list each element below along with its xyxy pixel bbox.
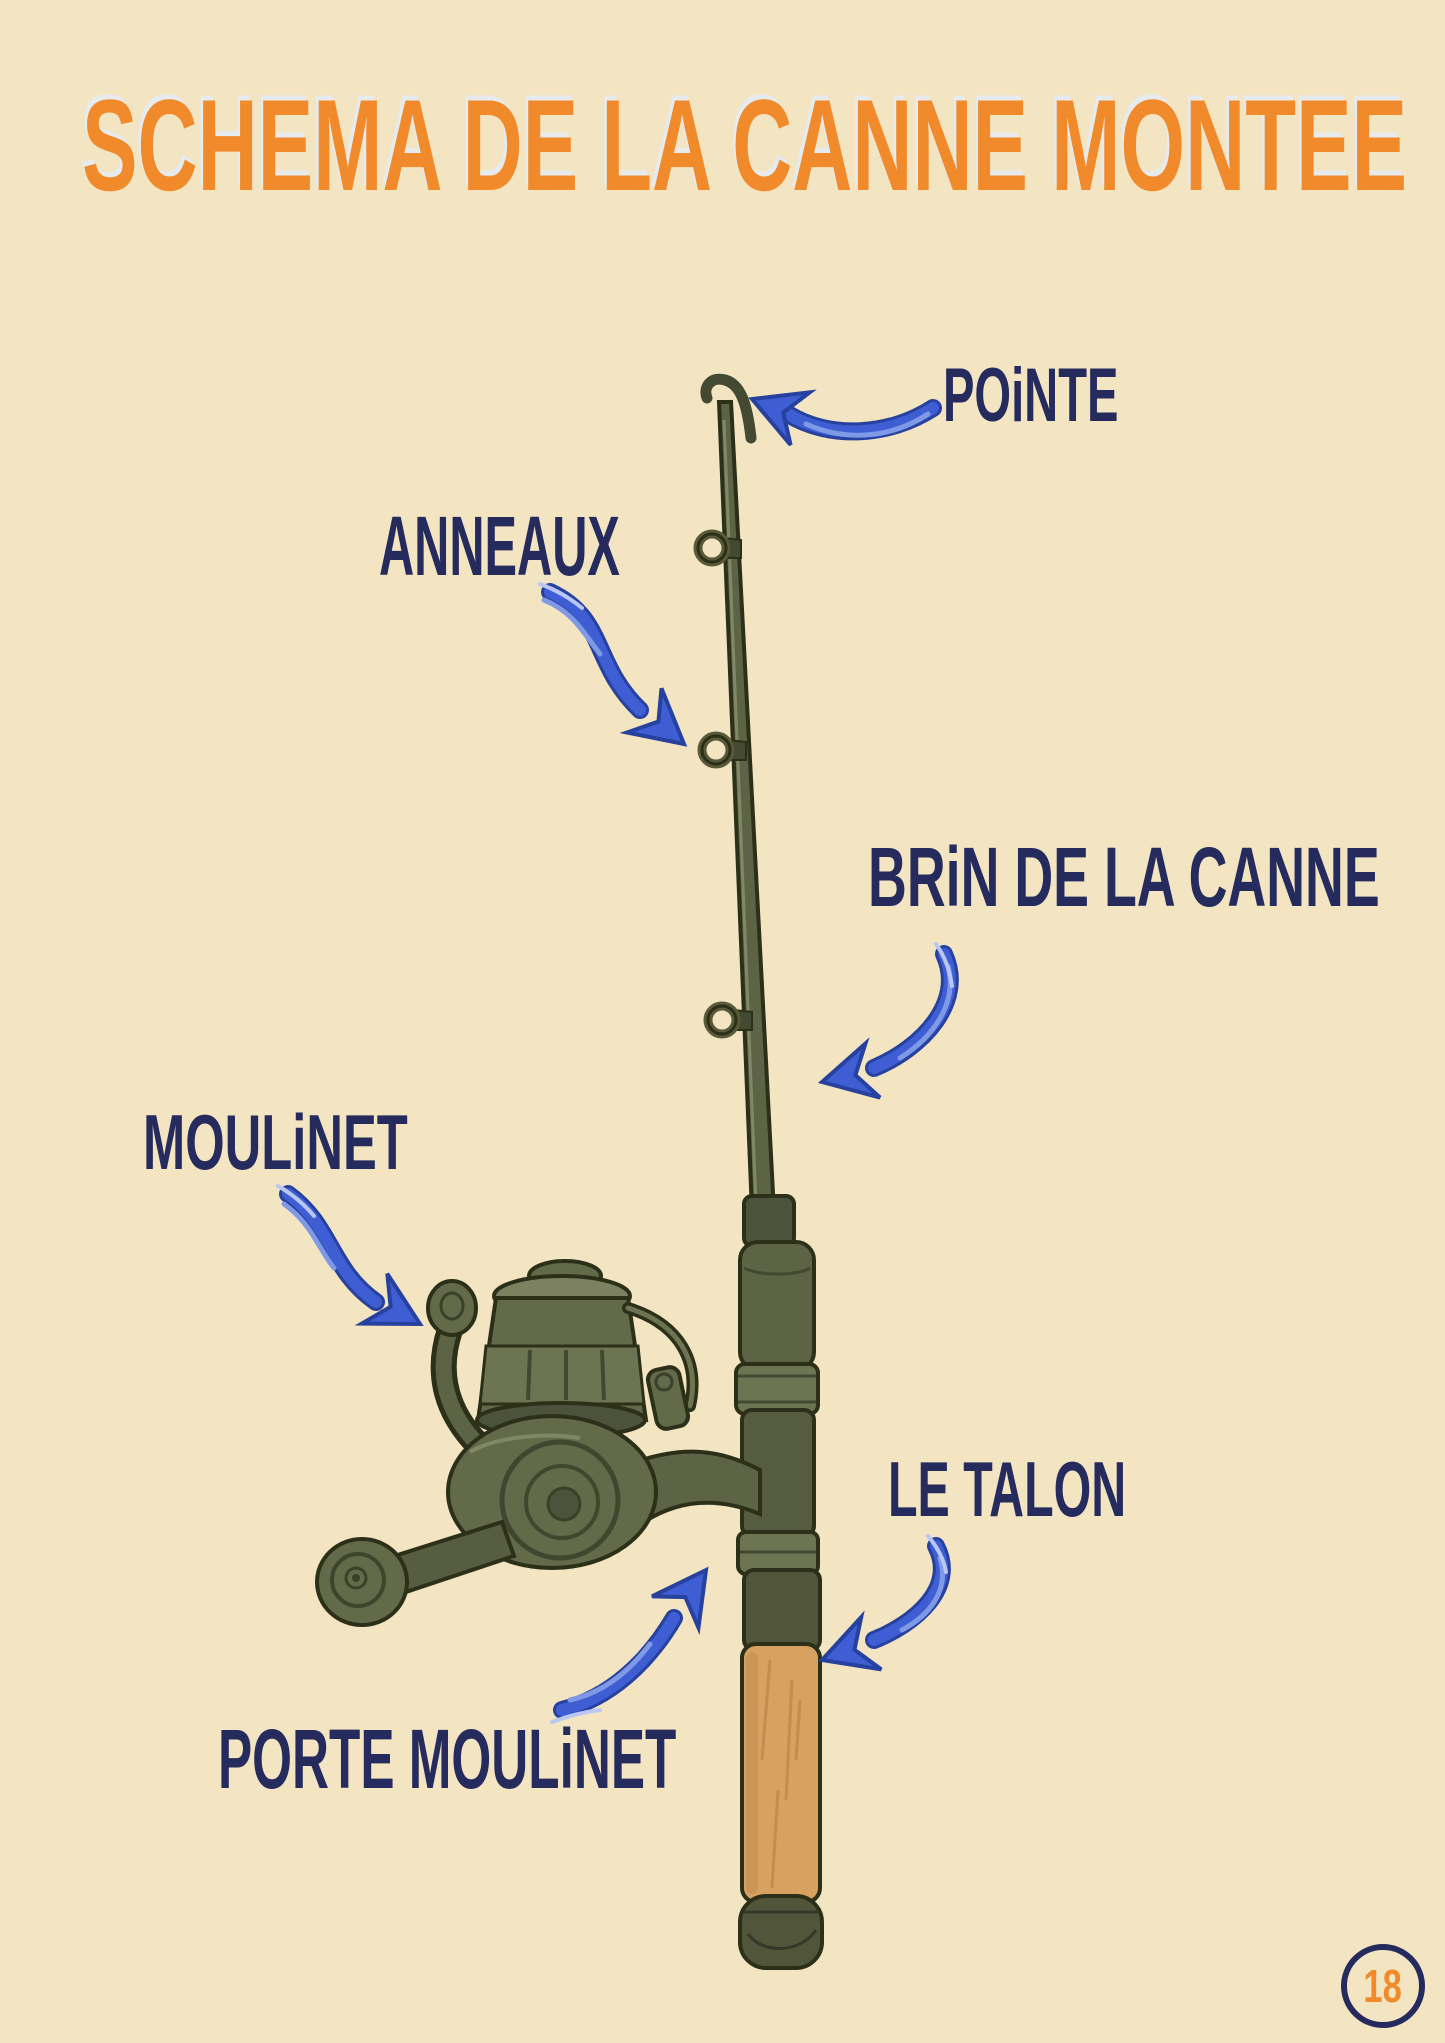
- rod-foregrip: [738, 1240, 816, 1372]
- porte-moulinet-arrow: [550, 1566, 709, 1724]
- reel-handle: [315, 1519, 517, 1627]
- anneaux-arrow: [538, 582, 688, 747]
- rod-tip-hook: [700, 373, 757, 444]
- rod-butt-cap: [738, 1894, 824, 1970]
- reel-stem: [627, 1449, 762, 1526]
- talon-arrow: [818, 1534, 951, 1672]
- page-number-badge: 18: [1341, 1944, 1425, 2028]
- label-porte-moulinet: PORTE MOULiNET: [218, 1712, 677, 1806]
- rod-cork-handle: [740, 1642, 822, 1904]
- page-title: SCHEMA DE LA CANNE MONTEE: [82, 72, 1408, 218]
- reel-spool-skirt: [478, 1344, 646, 1406]
- brin-arrow: [817, 942, 959, 1100]
- rod-band-upper: [734, 1362, 820, 1416]
- rod-guide-2: [697, 731, 747, 769]
- label-anneaux: ANNEAUX: [379, 499, 620, 593]
- label-pointe: POiNTE: [943, 353, 1119, 438]
- moulinet-arrow: [276, 1184, 424, 1327]
- reel-bail-wire-right: [622, 1302, 699, 1431]
- rod-guide-1: [693, 529, 742, 567]
- label-moulinet: MOULiNET: [143, 1098, 408, 1186]
- rod-handle-upper: [742, 1568, 822, 1652]
- fishing-reel: [315, 1259, 762, 1627]
- page-number: 18: [1363, 1960, 1403, 2012]
- label-brin-de-la-canne: BRiN DE LA CANNE: [868, 830, 1380, 924]
- rod-guide-3: [703, 1001, 753, 1039]
- pointe-arrow: [748, 389, 942, 447]
- rod-ferrule: [742, 1194, 796, 1248]
- fishing-rod: [693, 373, 824, 1970]
- annotation-arrows: [276, 389, 959, 1724]
- label-le-talon: LE TALON: [888, 1445, 1127, 1533]
